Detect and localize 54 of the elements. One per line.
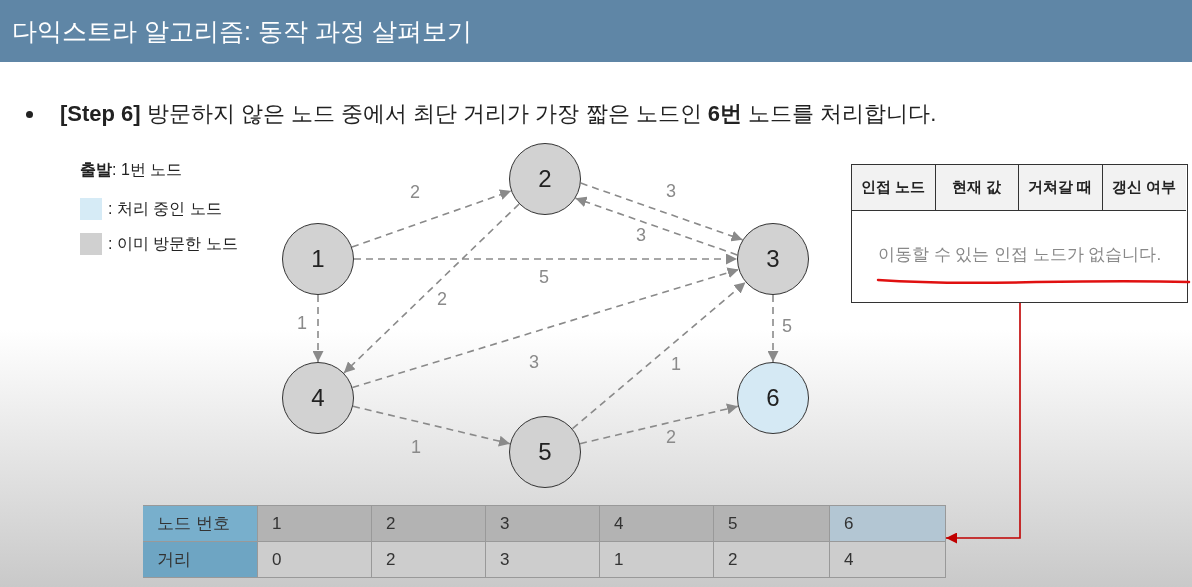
table-cell: 1 (258, 505, 372, 542)
dashed-arrow (767, 294, 779, 363)
legend-text: : 처리 중인 노드 (108, 199, 222, 219)
node-circle: 4 (282, 362, 354, 434)
dashed-arrow (353, 253, 738, 265)
row-header-cell: 거리 (143, 542, 258, 578)
edge-label: 1 (411, 438, 421, 456)
edge-label: 2 (437, 290, 447, 308)
dashed-arrow (343, 203, 520, 374)
edge-label: 5 (539, 268, 549, 286)
bullet-text: [Step 6] 방문하지 않은 노드 중에서 최단 거리가 가장 짧은 노드인 6번 노드를 처리합니다. (60, 100, 937, 128)
table-cell: 4 (830, 542, 946, 578)
legend-text: : 이미 방문한 노드 (108, 234, 238, 254)
message-text: 이동할 수 있는 인접 노드가 없습니다. (876, 244, 1163, 266)
table-cell: 2 (372, 542, 486, 578)
table-cell: 3 (486, 505, 600, 542)
dashed-arrow (579, 403, 739, 445)
node-circle: 5 (509, 416, 581, 488)
title-bar: 다익스트라 알고리즘: 동작 과정 살펴보기 (0, 0, 1192, 62)
table-cell: 2 (714, 542, 830, 578)
dashed-arrow (351, 189, 512, 248)
dashed-arrow (352, 405, 511, 447)
dashed-arrow (351, 267, 740, 389)
table-cell: 2 (372, 505, 486, 542)
table-cell: 0 (258, 542, 372, 578)
table-cell: 4 (600, 505, 714, 542)
row-header-cell: 노드 번호 (143, 505, 258, 542)
table-header-cell: 거쳐갈 때 (1019, 165, 1103, 211)
edge-label: 1 (297, 314, 307, 332)
dashed-arrow (574, 196, 738, 256)
dashed-arrow (312, 294, 324, 363)
table-cell: 5 (714, 505, 830, 542)
dashed-arrow (571, 281, 747, 430)
node-circle: 3 (737, 223, 809, 295)
table-header-cell: 현재 값 (935, 165, 1019, 211)
table-panel (851, 164, 1188, 303)
edge-label: 2 (410, 183, 420, 201)
table-cell: 3 (486, 542, 600, 578)
dashed-arrow (580, 182, 744, 242)
edge-label: 3 (666, 182, 676, 200)
table-cell: 6 (830, 505, 946, 542)
edge-label: 1 (671, 355, 681, 373)
table-header-cell: 인접 노드 (852, 165, 936, 211)
connector-arrow (945, 302, 1021, 544)
table-header-cell: 갱신 여부 (1102, 165, 1186, 211)
edge-label: 2 (666, 428, 676, 446)
edge-label: 3 (636, 226, 646, 244)
node-circle: 1 (282, 223, 354, 295)
node-circle: 6 (737, 362, 809, 434)
table-cell: 1 (600, 542, 714, 578)
node-circle: 2 (509, 143, 581, 215)
edge-label: 3 (529, 353, 539, 371)
start-note: 출발: 1번 노드 (80, 160, 183, 180)
edge-label: 5 (782, 317, 792, 335)
